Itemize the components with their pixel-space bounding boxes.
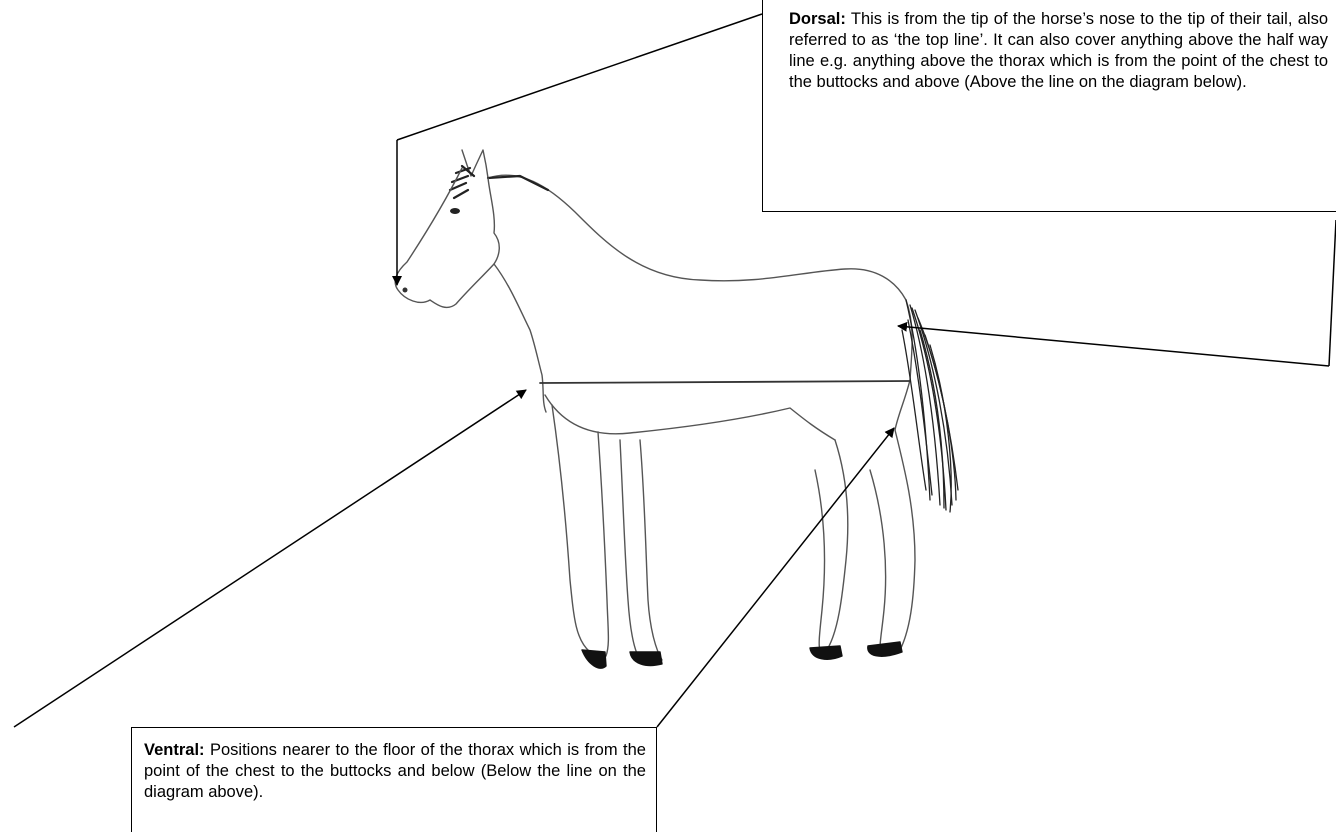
horse-belly [545,395,835,440]
horse-drawing [395,150,958,668]
ventral-leader-chest [14,390,526,727]
dorsal-leader-top [397,14,762,140]
horse-neck [494,264,546,412]
dorsal-leader-tail [898,326,1329,366]
horse-tail [902,300,958,512]
horse-front-leg-far [620,440,662,660]
dorsal-leader-right [1329,220,1336,366]
ventral-term: Ventral: [144,741,205,759]
horse-front-leg-near [552,405,608,656]
horse-hind-leg-near [870,430,915,650]
dorsal-callout: Dorsal: This is from the tip of the hors… [762,0,1336,212]
ventral-leader-buttock [657,428,894,727]
horse-hoof [868,642,902,656]
horse-head [395,168,499,307]
horse-hoof [582,650,606,668]
ventral-callout: Ventral: Positions nearer to the floor o… [131,727,657,832]
horse-mane [450,166,548,198]
ventral-description: Positions nearer to the floor of the tho… [144,741,646,801]
horse-nostril [403,288,408,293]
dorsal-description: This is from the tip of the horse’s nose… [789,10,1328,91]
horse-hoof [630,652,662,666]
horse-hoof [810,646,842,659]
horse-rump [895,300,912,430]
horse-hind-leg-far [815,440,848,650]
horse-eye [450,208,460,214]
dorsal-term: Dorsal: [789,10,846,28]
half-way-line [540,381,910,383]
